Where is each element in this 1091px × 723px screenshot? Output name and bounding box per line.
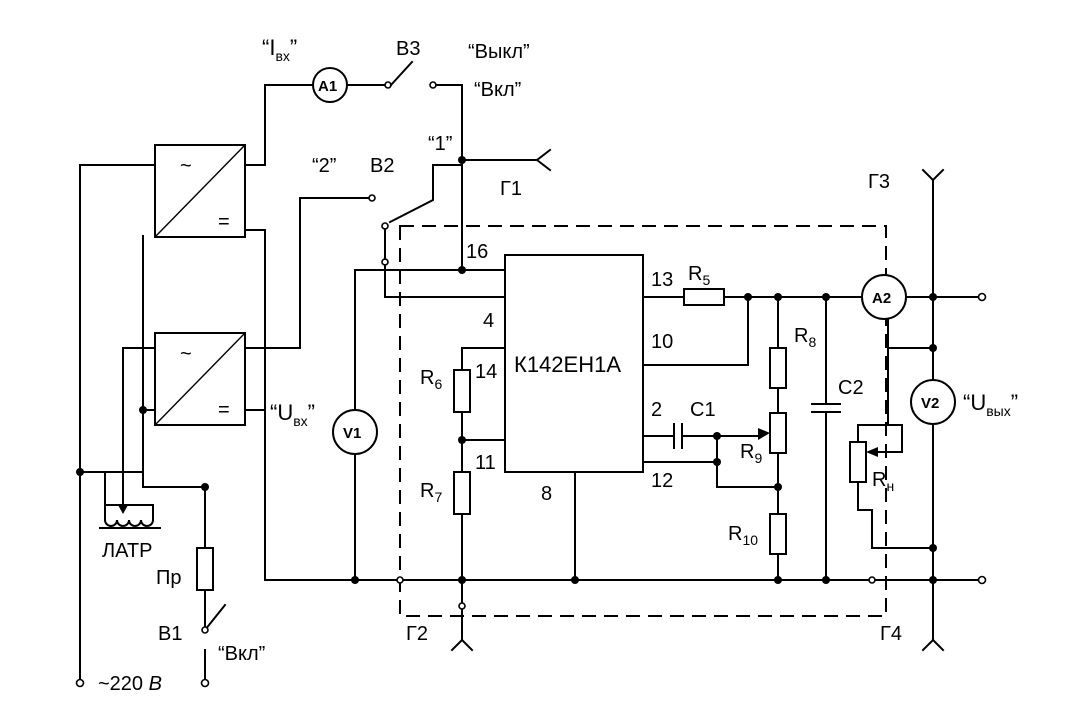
- svg-text:R8: R8: [794, 325, 816, 350]
- c2-label: C2: [838, 377, 864, 399]
- ic-k142en1a: [504, 254, 644, 473]
- mains-wiring: [79, 164, 227, 681]
- rectifier-top: [154, 144, 246, 238]
- svg-text:R6: R6: [420, 367, 442, 392]
- load-resistor-rn: [849, 441, 867, 483]
- potentiometer-r9: [769, 412, 787, 454]
- b3-label: B3: [396, 38, 420, 60]
- ic-pin-11: 11: [475, 452, 496, 474]
- rect-top-dc: =: [218, 211, 230, 233]
- u-out-label: “Uвых”: [963, 390, 1018, 419]
- svg-text:“Uвх”: “Uвх”: [270, 400, 315, 429]
- rn-label: Rн: [872, 469, 894, 494]
- rect-bottom-ac: ~: [180, 343, 192, 365]
- svg-text:Rн: Rн: [872, 469, 894, 494]
- ic-pin-10: 10: [651, 331, 673, 353]
- b3-on-label: “Вкл”: [474, 79, 521, 101]
- b2-label: B2: [370, 155, 394, 177]
- mains-terminal-left: [75, 678, 85, 688]
- g4-label: Г4: [880, 623, 902, 645]
- ic-name: К142ЕН1А: [514, 352, 621, 377]
- ic-pin-8: 8: [541, 483, 552, 505]
- r6-label: R6: [420, 367, 442, 392]
- svg-text:“Iвх”: “Iвх”: [262, 35, 297, 64]
- a1-label: A1: [318, 78, 337, 95]
- svg-text:R10: R10: [728, 523, 758, 548]
- b2-pos2-label: “2”: [312, 155, 336, 177]
- mains-terminal-right: [200, 678, 210, 688]
- resistor-r5: [683, 288, 725, 306]
- regulator-board-outline: [399, 225, 887, 617]
- resistor-r7: [453, 471, 471, 515]
- c1-label: C1: [690, 399, 716, 421]
- ic-pin-4: 4: [483, 310, 494, 332]
- u-in-label: “Uвх”: [270, 400, 315, 429]
- resistor-r8: [769, 347, 787, 389]
- g1-label: Г1: [500, 178, 522, 200]
- r7-label: R7: [420, 480, 442, 505]
- i-in-label: “Iвх”: [262, 35, 297, 64]
- latr-label: ЛАТР: [102, 540, 152, 562]
- svg-text:R9: R9: [740, 441, 762, 466]
- b2-pos1-label: “1”: [428, 133, 452, 155]
- r10-label: R10: [728, 523, 758, 548]
- a2-label: A2: [872, 290, 891, 307]
- v1-label: V1: [343, 425, 361, 442]
- svg-text:“Uвых”: “Uвых”: [963, 390, 1018, 419]
- r8-label: R8: [794, 325, 816, 350]
- b1-on-label: “Вкл”: [218, 643, 265, 665]
- ic-pin-2: 2: [651, 399, 662, 421]
- ic-pin-16: 16: [466, 241, 488, 263]
- g3-label: Г3: [868, 171, 890, 193]
- svg-text:R5: R5: [688, 263, 710, 288]
- svg-text:R7: R7: [420, 480, 442, 505]
- g2-label: Г2: [406, 623, 428, 645]
- b1-label: B1: [158, 623, 182, 645]
- rect-top-ac: ~: [180, 155, 192, 177]
- fuse: [196, 547, 214, 591]
- v2-label: V2: [921, 395, 939, 412]
- ic-pin-12: 12: [651, 470, 673, 492]
- svg-text:~220 B: ~220 B: [98, 673, 162, 695]
- resistor-r6: [453, 369, 471, 413]
- r9-label: R9: [740, 441, 762, 466]
- b3-off-label: “Выкл”: [468, 41, 530, 63]
- latr-autotransformer: [99, 504, 161, 529]
- rectifier-bottom: [154, 332, 246, 426]
- mains-label: ~220 B: [98, 673, 162, 695]
- resistor-r10: [769, 513, 787, 555]
- r5-label: R5: [688, 263, 710, 288]
- ic-pin-14: 14: [475, 361, 497, 383]
- ic-pin-13: 13: [651, 269, 673, 291]
- rect-bottom-dc: =: [218, 399, 230, 421]
- fuse-label: Пр: [156, 567, 182, 589]
